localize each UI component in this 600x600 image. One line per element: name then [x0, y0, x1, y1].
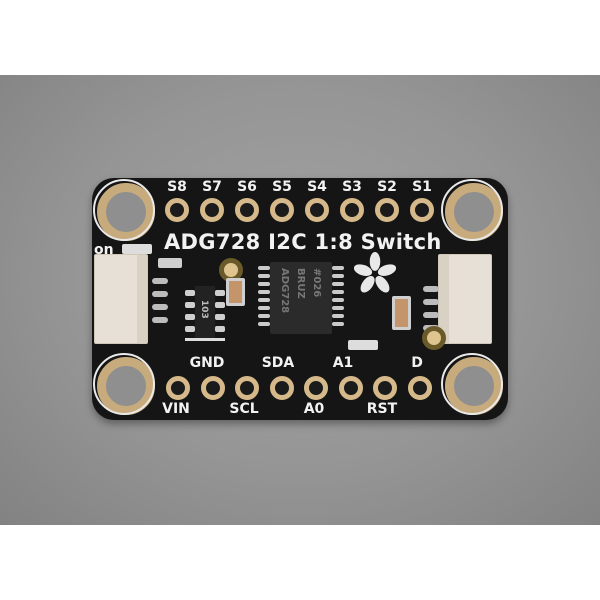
pin-label-scl: SCL	[229, 401, 259, 417]
pin-label-s8: S8	[167, 179, 187, 195]
pin-label-s2: S2	[377, 179, 397, 195]
pin-label-gnd: GND	[189, 355, 225, 371]
pad-d	[408, 376, 432, 400]
smd-capacitor	[226, 278, 245, 306]
ic-leg	[332, 274, 344, 278]
board-title: ADG728 I2C 1:8 Switch	[164, 230, 442, 254]
pad-s7	[200, 198, 224, 222]
pin-label-s4: S4	[307, 179, 327, 195]
pad-a1	[339, 376, 363, 400]
mounting-hole-top-right	[441, 179, 503, 241]
resnet-pad	[185, 326, 195, 332]
stemma-qt-connector-left	[94, 254, 148, 344]
mounting-hole-top-left	[93, 179, 155, 241]
ic-leg	[258, 322, 270, 326]
ic-leg	[332, 298, 344, 302]
pin-label-a1: A1	[332, 355, 354, 371]
ic-leg	[332, 282, 344, 286]
connector-pin	[423, 312, 439, 318]
pad-s4	[305, 198, 329, 222]
mounting-hole-bottom-right	[441, 353, 503, 415]
smd-diode	[348, 340, 378, 350]
pad-s8	[165, 198, 189, 222]
ic-leg	[332, 266, 344, 270]
pad-rst	[373, 376, 397, 400]
pad-scl	[235, 376, 259, 400]
ic-leg	[258, 266, 270, 270]
connector-pin	[423, 299, 439, 305]
pad-gnd	[201, 376, 225, 400]
ic-leg	[258, 290, 270, 294]
pcb-board: S8 S7 S6 S5 S4 S3 S2 S1 ADG728 I2C 1:8 S…	[92, 178, 508, 420]
resnet-pad	[215, 314, 225, 320]
ic-leg	[332, 290, 344, 294]
test-via	[422, 326, 446, 350]
pad-s1	[410, 198, 434, 222]
pin-label-s6: S6	[237, 179, 257, 195]
resnet-pad	[185, 314, 195, 320]
ic-leg	[332, 314, 344, 318]
pin-label-s5: S5	[272, 179, 292, 195]
ic-leg	[332, 322, 344, 326]
resistor-network: 103	[195, 286, 215, 338]
adg728-chip: ADG728 BRUZ #026	[270, 262, 332, 334]
connector-pin	[152, 317, 168, 323]
resnet-pad	[215, 302, 225, 308]
pad-s2	[375, 198, 399, 222]
ic-leg	[258, 282, 270, 286]
stemma-qt-connector-right	[438, 254, 492, 344]
ic-leg	[332, 306, 344, 310]
silkscreen-line	[185, 338, 225, 341]
pad-s6	[235, 198, 259, 222]
ic-leg	[258, 314, 270, 318]
pin-label-s7: S7	[202, 179, 222, 195]
ic-marking-line-2: BRUZ	[295, 268, 306, 299]
pad-s5	[270, 198, 294, 222]
pad-a0	[304, 376, 328, 400]
pad-vin	[166, 376, 190, 400]
ic-marking-line-3: #026	[311, 268, 322, 298]
connector-pin	[152, 304, 168, 310]
pin-label-sda: SDA	[261, 355, 295, 371]
power-led	[122, 244, 152, 254]
smd-resistor	[158, 258, 182, 268]
connector-pin	[423, 286, 439, 292]
pin-label-rst: RST	[366, 401, 398, 417]
pad-sda	[270, 376, 294, 400]
resnet-pad	[215, 290, 225, 296]
resnet-pad	[185, 290, 195, 296]
pin-label-vin: VIN	[162, 401, 190, 417]
adafruit-flower-icon	[354, 252, 396, 293]
ic-leg	[258, 298, 270, 302]
resnet-pad	[215, 326, 225, 332]
mounting-hole-bottom-left	[93, 353, 155, 415]
pad-s3	[340, 198, 364, 222]
ic-leg	[258, 306, 270, 310]
ic-marking-line-1: ADG728	[279, 268, 290, 314]
pin-label-a0: A0	[303, 401, 325, 417]
resistor-network-marking: 103	[199, 300, 209, 319]
resnet-pad	[185, 302, 195, 308]
pin-label-d: D	[411, 355, 423, 371]
connector-pin	[152, 291, 168, 297]
connector-pin	[152, 278, 168, 284]
smd-capacitor	[392, 296, 411, 330]
ic-leg	[258, 274, 270, 278]
pin-label-s3: S3	[342, 179, 362, 195]
pin-label-s1: S1	[412, 179, 432, 195]
